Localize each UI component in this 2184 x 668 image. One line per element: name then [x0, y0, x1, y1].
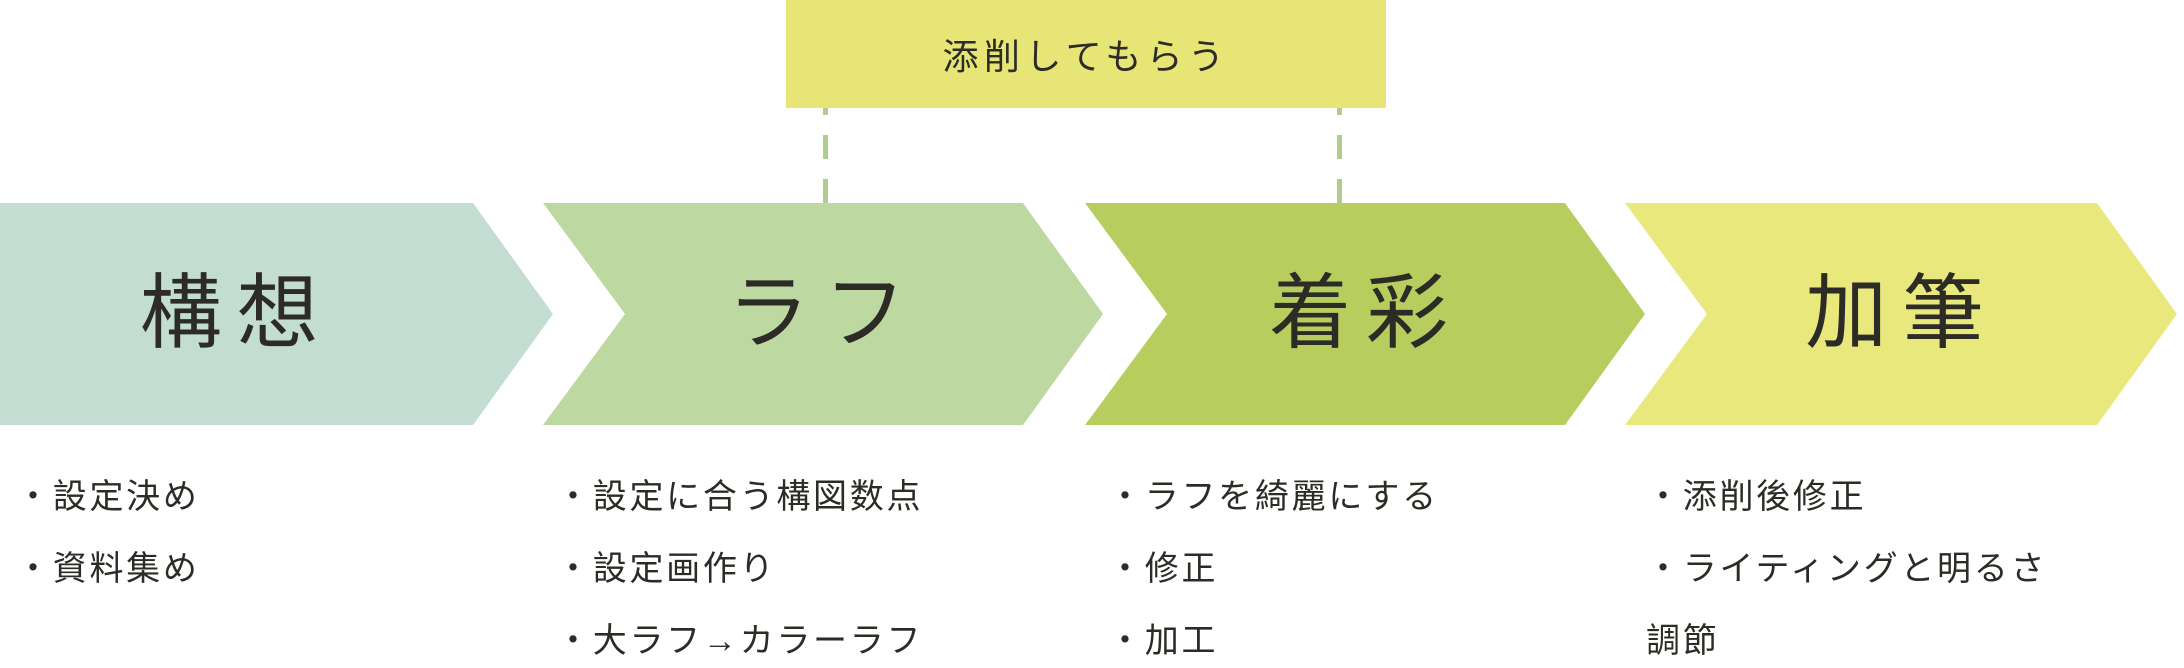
connector-dashed-line	[1337, 108, 1342, 203]
stage-arrow-3: 着彩	[1085, 203, 1645, 425]
note-item: ・設定画作り	[556, 550, 777, 588]
note-item: ・資料集め	[16, 550, 200, 588]
stage-title: 加筆	[1805, 268, 1999, 359]
annotation-label: 添削してもらう	[942, 36, 1230, 77]
connector-dashed-line	[823, 108, 828, 203]
stage-notes-3: ・ラフを綺麗にする・修正・加工	[1108, 461, 1439, 668]
note-item: ・設定に合う構図数点	[556, 478, 924, 516]
note-item: ・添削後修正	[1646, 478, 1867, 516]
stage-notes-2: ・設定に合う構図数点・設定画作り・大ラフ→カラーラフ	[556, 461, 923, 668]
stage-title: 構想	[139, 268, 334, 359]
stage-notes-4: ・添削後修正・ライティングと明るさ調節	[1646, 461, 2047, 668]
stage-arrow-4: 加筆	[1625, 203, 2177, 425]
note-item: 調節	[1646, 622, 1720, 660]
stage-notes-1: ・設定決め・資料集め	[16, 461, 200, 605]
note-item: ・設定決め	[16, 478, 200, 516]
stage-title: 着彩	[1269, 268, 1463, 359]
note-item: ・大ラフ→カラーラフ	[556, 622, 924, 660]
stage-arrow-1: 構想	[0, 203, 553, 425]
note-item: ・ライティングと明るさ	[1646, 550, 2048, 588]
note-item: ・加工	[1108, 622, 1219, 660]
stage-title: ラフ	[727, 268, 921, 359]
note-item: ・ラフを綺麗にする	[1108, 478, 1439, 516]
stage-arrow-2: ラフ	[543, 203, 1103, 425]
note-item: ・修正	[1108, 550, 1219, 588]
annotation-box: 添削してもらう	[786, 0, 1386, 108]
